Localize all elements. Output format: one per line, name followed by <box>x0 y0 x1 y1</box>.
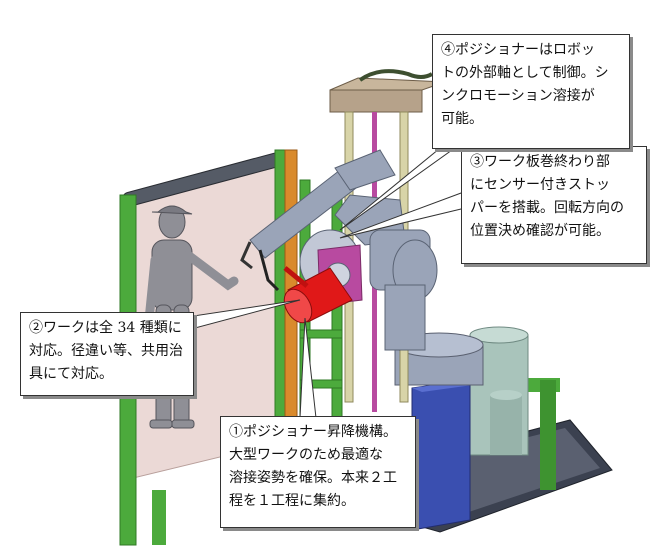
workpiece-cylinder <box>283 266 353 324</box>
torch <box>258 249 280 292</box>
callout-positioner-lift: ①ポジショナー昇降機構。 大型ワークのため最適な 溶接姿勢を確保。本来２工 程を… <box>220 416 416 528</box>
top-cable <box>358 69 434 82</box>
callout-sensor-stopper: ③ワーク板巻終わり部 にセンサー付きストッ パーを搭載。回転方向の 位置決め確認… <box>461 146 647 264</box>
left-post-bar <box>152 490 166 545</box>
top-plate <box>329 77 446 91</box>
callout-workpiece-types: ②ワークは全 34 種類に 対応。径違い等、共用治 具にて対応。 <box>20 312 194 396</box>
right-frame-post <box>540 380 556 490</box>
robot-pedestal <box>394 332 484 531</box>
callout-external-axis: ④ポジショナーはロボッ トの外部軸として制御。シ ンクロモーション溶接が 可能。 <box>432 34 630 149</box>
welding-robot <box>240 149 438 351</box>
